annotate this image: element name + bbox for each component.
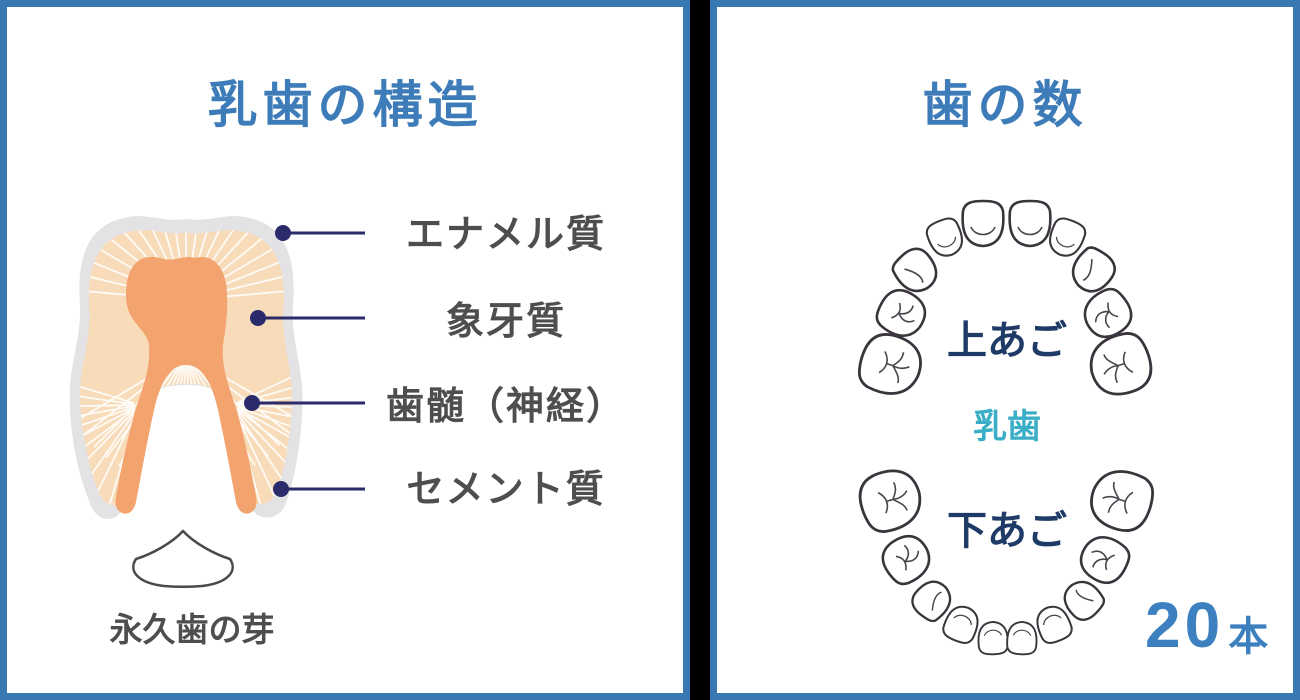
label-milk-teeth: 乳歯 [973, 408, 1041, 446]
label-enamel: エナメル質 [405, 214, 606, 256]
tooth [1005, 620, 1039, 656]
tooth-cross-section-diagram [69, 216, 365, 588]
leader-dot-dentin [250, 310, 266, 326]
leader-cementum [273, 481, 365, 497]
tooth [976, 620, 1010, 656]
right-panel-title: 歯の数 [922, 75, 1088, 134]
label-upper-jaw: 上あご [947, 319, 1067, 363]
tooth-count: 20 本 [1145, 593, 1268, 657]
tooth [922, 214, 969, 262]
panel-tooth-count: 歯の数 [710, 0, 1300, 700]
leader-pulp [244, 395, 365, 411]
label-pulp: 歯髄（神経） [385, 386, 626, 428]
tooth-count-unit: 本 [1228, 615, 1269, 659]
label-permanent-tooth-bud: 永久歯の芽 [109, 611, 275, 648]
tooth [961, 199, 1005, 248]
leader-dot-enamel [275, 225, 291, 241]
tooth [1008, 199, 1052, 248]
panel-divider [690, 0, 710, 700]
label-lower-jaw: 下あご [947, 509, 1067, 553]
permanent-tooth-bud-outline [132, 529, 234, 588]
leader-dot-cementum [273, 481, 289, 497]
upper-arch [852, 199, 1160, 404]
tooth-count-number: 20 [1145, 589, 1225, 661]
leader-dot-pulp [244, 395, 260, 411]
label-cementum: セメント質 [406, 469, 606, 511]
left-panel-title: 乳歯の構造 [207, 75, 483, 134]
lower-arch [851, 461, 1160, 656]
leader-dentin [250, 310, 365, 326]
panel-tooth-structure: 乳歯の構造 [0, 0, 690, 700]
label-dentin: 象牙質 [445, 301, 566, 343]
pulp-shape [115, 256, 257, 514]
leader-enamel [275, 225, 365, 241]
